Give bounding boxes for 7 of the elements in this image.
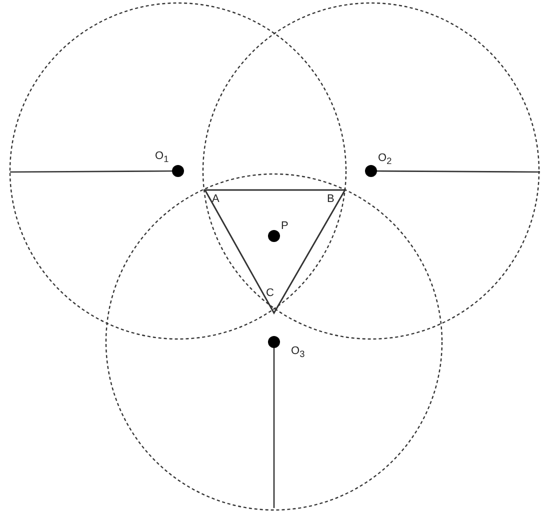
point-label: A: [212, 193, 220, 205]
point-label: C: [266, 287, 274, 299]
point-label: O$_{2}$: [378, 152, 392, 168]
point-label: O$_{3}$: [291, 345, 305, 360]
point-label: B: [327, 193, 334, 205]
point-label: O$_{1}$: [155, 150, 169, 166]
point-label: P: [281, 220, 288, 232]
